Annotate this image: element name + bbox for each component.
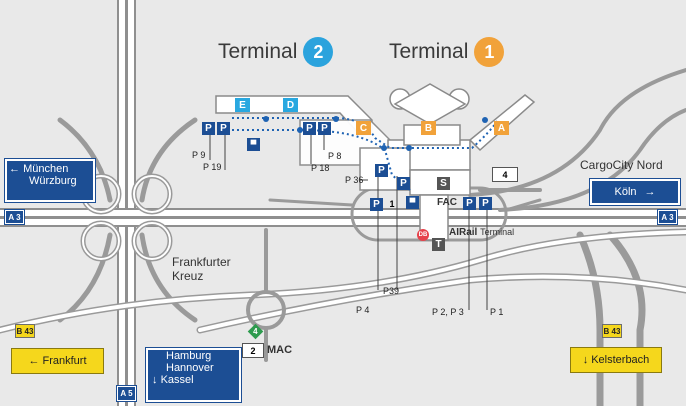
gate-d: D bbox=[283, 98, 298, 112]
sign-muenchen-text: München bbox=[23, 163, 69, 175]
area-4-box: 4 bbox=[492, 167, 518, 182]
b43-shield-right: B 43 bbox=[602, 324, 622, 338]
a5-highway bbox=[117, 0, 136, 406]
s-bahn-icon: S bbox=[437, 177, 450, 190]
sign-kelsterbach-text: Kelsterbach bbox=[591, 354, 650, 366]
frankfurter-label: Frankfurter bbox=[172, 255, 231, 269]
sign-kassel-line: ↓ Kassel bbox=[152, 374, 239, 386]
a3-shield-left: A 3 bbox=[4, 209, 25, 225]
sign-frankfurt-text: Frankfurt bbox=[42, 355, 87, 367]
gate-e: E bbox=[235, 98, 250, 112]
parking-icon: P bbox=[217, 122, 230, 135]
parking-leaders bbox=[209, 134, 488, 310]
sign-muenchen-line1: ← München bbox=[9, 163, 93, 175]
parking-icon: P bbox=[375, 164, 388, 177]
parking-icon: P bbox=[202, 122, 215, 135]
airrail-suffix: Terminal bbox=[480, 227, 515, 237]
b43-shield-left: B 43 bbox=[15, 324, 35, 338]
a3-shield-right: A 3 bbox=[657, 209, 678, 225]
parking-label-p8: P 8 bbox=[328, 151, 342, 161]
arrow-left-icon: ← bbox=[28, 355, 40, 367]
terminal-1-label: Terminal bbox=[389, 40, 469, 63]
mac-number-box: 2 bbox=[242, 343, 264, 358]
cargocity-label: CargoCity Nord bbox=[580, 158, 663, 172]
parking-icon: P bbox=[303, 122, 316, 135]
terminal-2-badge: 2 bbox=[303, 37, 334, 67]
sign-kassel-text: Kassel bbox=[160, 374, 194, 386]
parking-icon: P bbox=[397, 177, 410, 190]
parking-label-p2p3: P 2, P 3 bbox=[432, 307, 464, 317]
sign-koeln: Köln → bbox=[589, 178, 681, 206]
parking-label-p19: P 19 bbox=[203, 162, 222, 172]
mac-roundabout bbox=[246, 228, 286, 362]
parking-label-p9: P 9 bbox=[192, 150, 206, 160]
exit-4-number: 4 bbox=[253, 326, 258, 336]
kreuz-label: Kreuz bbox=[172, 269, 204, 283]
terminal-1-badge: 1 bbox=[474, 37, 505, 67]
mac-label: MAC bbox=[267, 344, 293, 356]
sign-wuerzburg-text: Würzburg bbox=[29, 175, 77, 187]
sign-kelsterbach: ↓ Kelsterbach bbox=[570, 347, 662, 373]
gate-c: C bbox=[356, 121, 371, 135]
bus-icon: ▀ bbox=[247, 138, 260, 151]
bus-icon: ▀ bbox=[406, 196, 419, 209]
arrow-down-icon: ↓ bbox=[582, 354, 589, 366]
parking-label-p39: P39 bbox=[383, 286, 400, 296]
terminal-2-label: Terminal bbox=[218, 40, 298, 63]
parking-lot-number: 1 bbox=[389, 199, 395, 209]
parking-label-p4: P 4 bbox=[356, 305, 370, 315]
arrow-left-icon: ← bbox=[9, 163, 20, 175]
fac-label: FAC bbox=[437, 197, 457, 208]
a3-highway bbox=[0, 208, 686, 227]
sign-hamburg-text: Hamburg bbox=[166, 350, 212, 362]
parking-label-p1: P 1 bbox=[490, 307, 504, 317]
sign-muenchen-wuerzburg: ← München Würzburg bbox=[4, 158, 96, 203]
airrail-name: AIRail bbox=[449, 227, 478, 238]
arrow-right-icon: → bbox=[644, 186, 656, 198]
parking-label-p36: P 36 bbox=[345, 175, 364, 185]
parking-label-p18: P 18 bbox=[311, 163, 330, 173]
sign-frankfurt: ← Frankfurt bbox=[11, 348, 104, 374]
sign-hannover-text: Hannover bbox=[166, 362, 214, 374]
gate-b: B bbox=[421, 121, 436, 135]
terminal-2-title: Terminal 2 bbox=[218, 37, 334, 67]
parking-icon: P bbox=[370, 198, 383, 211]
airrail-label: AIRail Terminal bbox=[449, 227, 514, 238]
terminal-buildings bbox=[215, 83, 536, 241]
terminal-1-title: Terminal 1 bbox=[389, 37, 505, 67]
parking-icon: P bbox=[463, 197, 476, 210]
train-icon: T bbox=[432, 238, 445, 251]
sign-koeln-text: Köln bbox=[614, 186, 637, 198]
db-logo-icon: DB bbox=[417, 229, 429, 241]
gate-a: A bbox=[494, 121, 509, 135]
arrow-down-icon: ↓ bbox=[152, 374, 158, 386]
sign-hamburg-hannover-kassel: Hamburg Hannover ↓ Kassel bbox=[145, 347, 242, 403]
parking-icon: P bbox=[318, 122, 331, 135]
a5-shield: A 5 bbox=[116, 385, 137, 402]
parking-icon: P bbox=[479, 197, 492, 210]
